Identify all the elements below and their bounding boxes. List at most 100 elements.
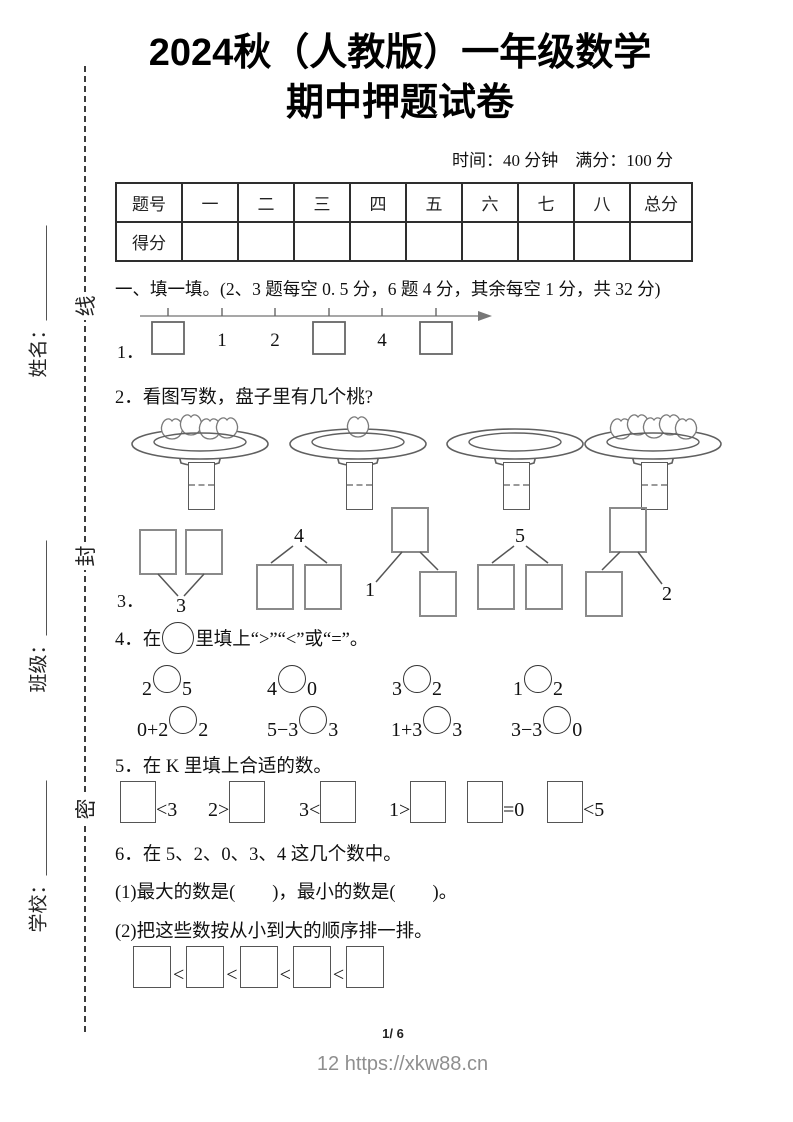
bond-number: 2 xyxy=(662,583,672,605)
dash-line xyxy=(347,484,372,486)
answer-box xyxy=(467,781,503,823)
bond-line xyxy=(637,551,663,585)
student-class-field: 班级：＿＿＿＿＿ xyxy=(28,540,50,693)
number-line: 1 2 4 xyxy=(140,308,492,355)
compare-circle xyxy=(153,665,181,693)
time-score-info: 时间：40 分钟 满分：100 分 xyxy=(452,151,673,170)
inequality-item: 2> xyxy=(208,781,266,823)
score-table-header-row: 题号 一 二 三 四 五 六 七 八 总分 xyxy=(115,182,693,223)
answer-box xyxy=(503,462,530,510)
less-than-sign: < xyxy=(332,964,345,986)
question-1-number: 1． xyxy=(117,342,144,362)
answer-box xyxy=(185,529,223,575)
plate-inner xyxy=(606,432,700,452)
peach-icon xyxy=(215,417,239,439)
answer-box xyxy=(292,946,331,988)
question-text: 在 5、2、0、3、4 这几个数中。 xyxy=(142,845,402,865)
tick-label: 4 xyxy=(377,330,387,351)
compare-right: 2 xyxy=(553,678,563,700)
item-suffix: <3 xyxy=(156,799,178,821)
compare-right: 3 xyxy=(328,719,339,741)
question-3-number: 3． xyxy=(117,591,144,611)
compare-circle xyxy=(299,706,328,734)
bond-line xyxy=(491,545,515,564)
answer-box xyxy=(609,507,647,553)
score-table-col: 一 xyxy=(181,182,239,223)
plate-inner xyxy=(311,432,405,452)
seal-char-feng: 封 xyxy=(67,542,103,570)
answer-box xyxy=(133,946,171,988)
answer-box xyxy=(312,321,346,355)
compare-right: 2 xyxy=(198,719,209,741)
paper-title: 2024秋（人教版）一年级数学 期中押题试卷 xyxy=(110,28,690,128)
bond-line xyxy=(304,545,328,564)
tick-label: 1 xyxy=(217,330,227,351)
question-text: 在 xyxy=(142,630,162,650)
compare-circle xyxy=(169,706,198,734)
number-bond-merge: 3 xyxy=(139,529,223,617)
score-cell xyxy=(629,221,693,262)
score-table: 题号 一 二 三 四 五 六 七 八 总分 得分 xyxy=(115,182,693,262)
answer-box xyxy=(320,781,357,823)
comparison-item: 5−3 3 xyxy=(267,706,338,742)
answer-box xyxy=(346,462,373,510)
peach-icon xyxy=(346,416,370,438)
dash-line xyxy=(504,484,529,486)
plate-inner xyxy=(153,432,247,452)
score-cell xyxy=(461,221,519,262)
compare-left: 3 xyxy=(392,678,402,700)
question-text: 在 K 里填上合适的数。 xyxy=(142,757,332,777)
answer-box xyxy=(419,321,453,355)
number-line-arrow xyxy=(478,311,492,321)
tick-label: 2 xyxy=(270,330,280,351)
bond-number: 5 xyxy=(515,525,525,547)
seal-char-line: 线 xyxy=(67,292,103,320)
question-6-sub1: (1)最大的数是( )，最小的数是( )。 xyxy=(115,883,458,903)
score-table-col: 七 xyxy=(517,182,575,223)
answer-box xyxy=(525,564,563,610)
less-than-sign: < xyxy=(173,964,185,986)
question-text: 看图写数，盘子里有几个桃? xyxy=(142,388,373,408)
inequality-item: <5 xyxy=(547,781,604,823)
answer-box xyxy=(256,564,294,610)
answer-box xyxy=(547,781,583,823)
score-table-col: 八 xyxy=(573,182,631,223)
watermark-link: 12 https://xkw88.cn xyxy=(316,1053,489,1075)
item-prefix: 2> xyxy=(208,799,230,821)
question-5-heading: 5．在 K 里填上合适的数。 xyxy=(115,752,332,778)
comparison-item: 0+2 2 xyxy=(137,706,208,742)
bond-line xyxy=(183,573,205,597)
compare-left: 1+3 xyxy=(391,719,423,741)
score-cell xyxy=(349,221,407,262)
question-number: 4． xyxy=(115,630,143,650)
answer-box xyxy=(585,571,623,617)
question-text: 里填上“>”“<”或“=”。 xyxy=(195,630,369,650)
compare-circle xyxy=(524,665,552,693)
student-school-field: 学校：＿＿＿＿＿ xyxy=(28,780,50,933)
item-prefix: 3< xyxy=(299,799,321,821)
compare-left: 3−3 xyxy=(511,719,543,741)
compare-circle xyxy=(423,706,452,734)
score-table-score-row: 得分 xyxy=(115,221,693,262)
plate-illustration xyxy=(446,428,584,467)
answer-box xyxy=(304,564,342,610)
bond-line xyxy=(601,551,621,571)
compare-left: 5−3 xyxy=(267,719,299,741)
answer-box xyxy=(229,781,266,823)
number-bond-split: 4 xyxy=(256,525,342,610)
score-cell xyxy=(517,221,575,262)
question-number: 2． xyxy=(115,388,143,408)
order-chain: <<<< xyxy=(133,946,385,988)
answer-box xyxy=(419,571,457,617)
compare-circle xyxy=(543,706,572,734)
score-table-col: 二 xyxy=(237,182,295,223)
answer-box xyxy=(188,462,215,510)
compare-circle xyxy=(278,665,306,693)
compare-right: 0 xyxy=(572,719,583,741)
score-cell xyxy=(573,221,631,262)
compare-left: 0+2 xyxy=(137,719,169,741)
question-2-heading: 2．看图写数，盘子里有几个桃? xyxy=(115,383,373,409)
